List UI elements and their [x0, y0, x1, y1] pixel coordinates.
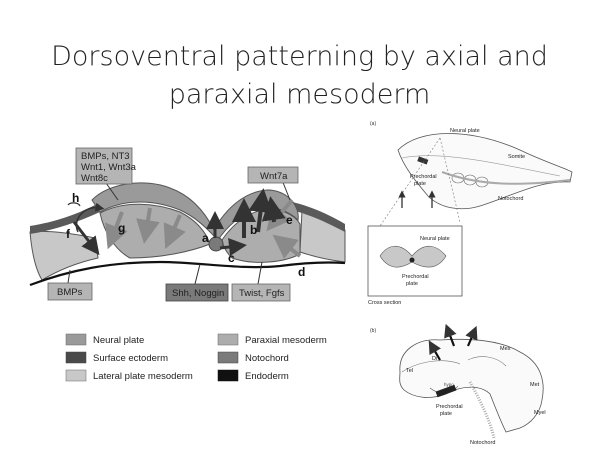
svg-text:Neural plate: Neural plate [93, 335, 144, 346]
svg-text:Notochord: Notochord [470, 440, 495, 446]
label-d: d [298, 265, 305, 279]
svg-text:Met: Met [530, 382, 540, 388]
svg-text:plate: plate [440, 411, 452, 417]
svg-text:Neural plate: Neural plate [420, 236, 450, 242]
svg-text:Somite: Somite [508, 154, 525, 160]
svg-text:Wnt7a: Wnt7a [260, 171, 288, 182]
svg-text:Prechordal: Prechordal [410, 174, 437, 180]
panel-a: (a) Neural plate Somite Prechordal plate… [368, 121, 572, 306]
svg-text:BMPs: BMPs [57, 287, 83, 298]
legend: Neural plate Paraxial mesoderm Surface e… [66, 334, 327, 382]
surface-ectoderm-left [30, 205, 100, 234]
label-g: g [118, 221, 125, 235]
svg-text:BMPs, NT3: BMPs, NT3 [81, 151, 130, 162]
svg-text:Tel: Tel [406, 368, 413, 374]
svg-text:Lateral plate mesoderm: Lateral plate mesoderm [93, 371, 193, 382]
svg-text:Mes: Mes [500, 346, 511, 352]
svg-text:Di: Di [432, 356, 437, 362]
svg-text:Endoderm: Endoderm [245, 371, 289, 382]
label-c: c [228, 251, 235, 265]
svg-text:plate: plate [414, 181, 426, 187]
svg-text:Notochord: Notochord [245, 353, 289, 364]
panel-b: (b) Tel Di Mes Met Myel hypo Prechordal … [370, 328, 546, 446]
svg-text:Neural plate: Neural plate [450, 128, 480, 134]
svg-text:Shh, Noggin: Shh, Noggin [172, 288, 224, 299]
svg-text:hypo: hypo [444, 382, 454, 387]
svg-text:Prechordal: Prechordal [436, 404, 463, 410]
label-a: a [202, 231, 209, 245]
svg-text:Wnt1, Wnt3a: Wnt1, Wnt3a [81, 162, 137, 173]
svg-text:(b): (b) [370, 328, 376, 334]
svg-text:Prechordal: Prechordal [402, 274, 429, 280]
svg-text:Twist, Fgfs: Twist, Fgfs [239, 288, 285, 299]
svg-text:Cross section: Cross section [368, 300, 401, 306]
svg-text:Notochord: Notochord [498, 196, 523, 202]
svg-text:Surface ectoderm: Surface ectoderm [93, 353, 168, 364]
svg-text:plate: plate [406, 281, 418, 287]
svg-text:(a): (a) [370, 121, 376, 127]
svg-text:Paraxial mesoderm: Paraxial mesoderm [245, 335, 327, 346]
label-h: h [72, 191, 79, 205]
label-e: e [286, 213, 293, 227]
svg-text:Myel: Myel [534, 410, 546, 416]
svg-text:Wnt8c: Wnt8c [81, 173, 108, 184]
label-b: b [250, 223, 257, 237]
